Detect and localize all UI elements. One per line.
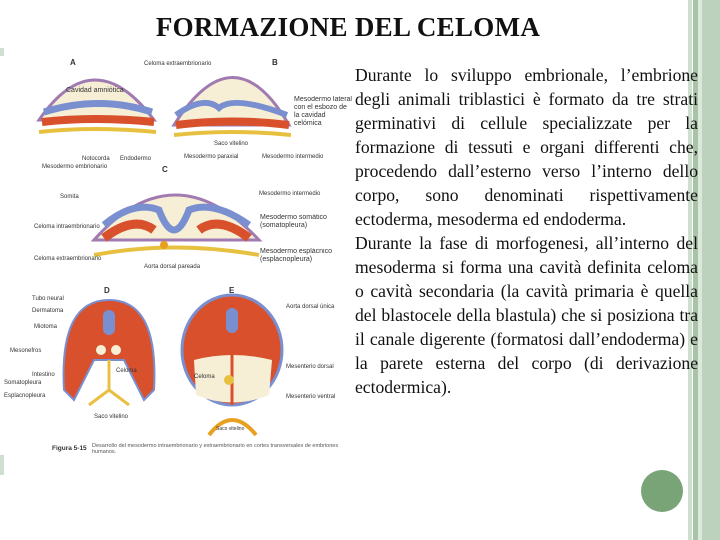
svg-text:Esplacnopleura: Esplacnopleura <box>4 393 46 399</box>
svg-text:Tubo neural: Tubo neural <box>32 296 64 302</box>
svg-text:Mesodermo embrionario: Mesodermo embrionario <box>42 164 108 170</box>
svg-text:Mesenterio dorsal: Mesenterio dorsal <box>286 364 334 370</box>
svg-text:Saco vitelino: Saco vitelino <box>94 414 129 420</box>
svg-text:Aorta dorsal única: Aorta dorsal única <box>286 304 335 310</box>
svg-text:Celoma: Celoma <box>194 374 215 380</box>
svg-text:Endodermo: Endodermo <box>120 156 152 162</box>
svg-text:Dermatoma: Dermatoma <box>32 308 64 314</box>
svg-text:Saco vitelino: Saco vitelino <box>216 426 245 432</box>
svg-text:Mesonefros: Mesonefros <box>10 348 41 354</box>
body-text: Durante lo sviluppo embrionale, l’embrio… <box>355 63 698 399</box>
svg-text:Celoma: Celoma <box>116 368 137 374</box>
svg-text:Mesodermo intermedio: Mesodermo intermedio <box>262 154 324 160</box>
svg-text:Figura 5-15: Figura 5-15 <box>52 445 87 452</box>
panel-label: C <box>162 165 168 174</box>
svg-text:Celoma extraembrionario: Celoma extraembrionario <box>34 256 102 262</box>
svg-text:Intestino: Intestino <box>32 372 55 378</box>
border-stripe <box>688 0 692 540</box>
panel-label: E <box>229 286 235 295</box>
figure-caption: Desarrollo del mesodermo intraembrionari… <box>92 443 339 455</box>
svg-text:Somita: Somita <box>60 194 79 200</box>
border-stripe <box>702 0 720 540</box>
svg-text:Mesodermo intermedio: Mesodermo intermedio <box>259 191 321 197</box>
svg-text:Saco vitelino: Saco vitelino <box>214 141 249 147</box>
border-stripe <box>0 455 4 475</box>
paragraph: Durante la fase di morfogenesi, all’inte… <box>355 233 698 397</box>
panel-label: B <box>272 58 278 67</box>
svg-text:Notocorda: Notocorda <box>82 156 110 162</box>
label-mesodermo-lateral: Mesodermo lateral con el esbozo de la ca… <box>294 96 352 127</box>
border-stripe <box>693 0 698 540</box>
label-mesodermo-esplacnico: Mesodermo esplácnico (esplacnopleura) <box>260 248 332 263</box>
svg-text:Celoma intraembrionario: Celoma intraembrionario <box>34 224 100 230</box>
svg-text:Miotoma: Miotoma <box>34 324 58 330</box>
embryo-figure: A Cavidad amniótica Notocorda Endodermo … <box>4 58 352 455</box>
panel-label: A <box>70 58 76 67</box>
border-stripe <box>0 48 4 56</box>
svg-text:Mesodermo paraxial: Mesodermo paraxial <box>184 154 238 160</box>
svg-text:Mesenterio ventral: Mesenterio ventral <box>286 394 335 400</box>
paragraph: Durante lo sviluppo embrionale, l’embrio… <box>355 65 698 229</box>
slide-title: FORMAZIONE DEL CELOMA <box>155 12 541 42</box>
label-mesodermo-somatico: Mesodermo somático (somatopleura) <box>260 214 327 229</box>
svg-text:Aorta dorsal pareada: Aorta dorsal pareada <box>144 264 201 270</box>
border-stripe <box>698 0 702 540</box>
decorative-circle <box>641 470 683 512</box>
svg-text:Cavidad amniótica: Cavidad amniótica <box>66 87 124 94</box>
svg-text:Somatopleura: Somatopleura <box>4 380 42 386</box>
svg-text:Celoma extraembrionario: Celoma extraembrionario <box>144 61 212 67</box>
panel-label: D <box>104 286 110 295</box>
